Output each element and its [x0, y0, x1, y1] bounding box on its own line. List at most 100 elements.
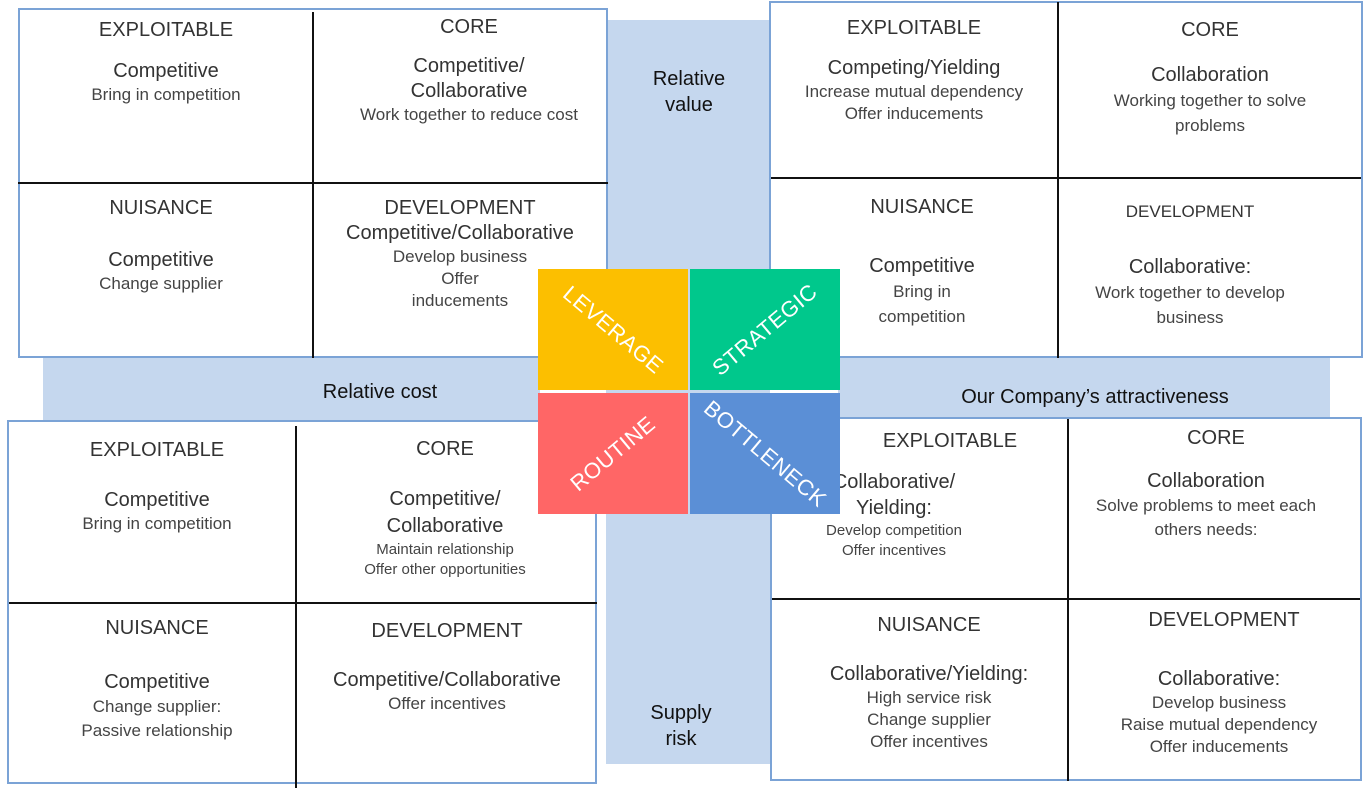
cell-relationship: Competitive/ Collaborative [386, 488, 504, 537]
cell-relationship: Competitive [108, 249, 214, 271]
cell-action: Work together to reduce cost [360, 105, 578, 124]
cell-relationship: Collaborative: [1128, 256, 1252, 278]
cell-relationship: Competitive [104, 489, 210, 511]
cell-action: Develop business [392, 247, 528, 266]
cell-development: DEVELOPMENT Competitive/Collaborative De… [312, 195, 608, 312]
cell-exploitable: EXPLOITABLE Competing/Yielding Increase … [771, 15, 1057, 125]
divider [295, 426, 297, 788]
cell-action: Bring in [893, 282, 951, 301]
cell-title: CORE [416, 438, 474, 460]
cell-title: NUISANCE [109, 197, 213, 219]
cell-core: CORE Competitive/ Collaborative Maintain… [297, 436, 593, 580]
cell-action: Passive relationship [81, 721, 233, 740]
cell-action: Maintain relationship [376, 541, 514, 558]
cell-relationship: Competitive/Collaborative [333, 669, 561, 691]
relative-value-band [606, 20, 770, 764]
cell-relationship: Collaborative: [1157, 668, 1281, 690]
attractiveness-label: Our Company’s attractiveness [961, 386, 1229, 408]
cell-title: NUISANCE [105, 617, 209, 639]
cell-title: DEVELOPMENT [1148, 609, 1300, 631]
cell-title: DEVELOPMENT [371, 620, 523, 642]
cell-action: others needs: [1154, 520, 1258, 539]
cell-title: CORE [1187, 427, 1245, 449]
cell-relationship: Competitive [869, 255, 975, 277]
cell-nuisance: NUISANCE Competitive Bring in competitio… [782, 194, 1062, 329]
cell-nuisance: NUISANCE Competitive Change supplier [20, 195, 302, 295]
divider [18, 182, 608, 184]
cell-core: CORE Competitive/ Collaborative Work tog… [322, 14, 616, 126]
divider [9, 602, 597, 604]
cell-relationship: Collaboration [1151, 64, 1269, 86]
cell-relationship: Collaborative/ Yielding: [832, 471, 956, 519]
cell-action: Offer inducements [844, 104, 984, 123]
cell-action: Bring in competition [91, 85, 241, 104]
cell-development: DEVELOPMENT Collaborative: Work together… [1059, 199, 1321, 330]
cell-action: Change supplier [99, 274, 223, 293]
cell-nuisance: NUISANCE Collaborative/Yielding: High se… [772, 612, 1086, 753]
cell-action: Work together to develop [1095, 283, 1285, 302]
cell-title: DEVELOPMENT [1125, 202, 1255, 221]
cell-action: inducements [411, 291, 509, 310]
cell-action: problems [1175, 116, 1245, 135]
cell-development: DEVELOPMENT Collaborative: Develop busin… [1069, 607, 1369, 758]
cell-title: DEVELOPMENT [384, 197, 536, 219]
cell-action: Offer incentives [842, 542, 946, 559]
relative-cost-band [43, 358, 540, 420]
cell-relationship: Competitive/Collaborative [346, 222, 574, 244]
strategic-tile: STRATEGIC [690, 269, 840, 390]
cell-title: EXPLOITABLE [89, 439, 225, 461]
cell-exploitable: EXPLOITABLE Collaborative/ Yielding: Dev… [802, 428, 1098, 561]
strategic-label: STRATEGIC [707, 278, 823, 381]
cell-title: CORE [440, 16, 498, 38]
divider [1057, 2, 1059, 358]
cell-action: Working together to solve [1113, 91, 1307, 110]
cell-relationship: Collaborative/Yielding: [829, 663, 1029, 685]
cell-action: Offer incentives [388, 694, 506, 713]
cell-core: CORE Collaboration Solve problems to mee… [1069, 425, 1371, 542]
supply-risk-label: Supply risk [650, 702, 712, 750]
cell-title: EXPLOITABLE [98, 19, 234, 41]
bottleneck-tile: BOTTLENECK [690, 393, 840, 514]
cell-action: Offer inducements [1149, 737, 1289, 756]
cell-action: Develop competition [826, 522, 962, 539]
leverage-label: LEVERAGE [558, 280, 669, 379]
cell-exploitable: EXPLOITABLE Competitive Bring in competi… [9, 437, 305, 535]
cell-action: Offer [441, 269, 479, 288]
divider [312, 12, 314, 358]
divider [772, 598, 1360, 600]
cell-relationship: Competitive [113, 60, 219, 82]
cell-relationship: Competitive [104, 671, 210, 693]
cell-action: Offer other opportunities [364, 561, 526, 578]
cell-action: Change supplier [867, 710, 991, 729]
routine-label: ROUTINE [565, 410, 660, 496]
cell-title: EXPLOITABLE [846, 17, 982, 39]
cell-core: CORE Collaboration Working together to s… [1059, 17, 1361, 138]
cell-exploitable: EXPLOITABLE Competitive Bring in competi… [20, 17, 312, 106]
relative-cost-label: Relative cost [322, 381, 438, 403]
cell-title: NUISANCE [870, 196, 974, 218]
cell-title: EXPLOITABLE [882, 430, 1018, 452]
cell-relationship: Competing/Yielding [827, 57, 1001, 79]
cell-action: Offer incentives [870, 732, 988, 751]
routine-tile: ROUTINE [538, 393, 688, 514]
cell-action: Solve problems to meet each [1095, 496, 1317, 515]
cell-development: DEVELOPMENT Competitive/Collaborative Of… [297, 618, 597, 715]
relative-value-label: Relative value [652, 68, 726, 116]
cell-action: business [1156, 308, 1224, 327]
bottleneck-label: BOTTLENECK [699, 394, 832, 512]
cell-action: Change supplier: [92, 697, 222, 716]
cell-nuisance: NUISANCE Competitive Change supplier: Pa… [9, 615, 305, 743]
attractiveness-band [838, 358, 1330, 418]
cell-title: NUISANCE [877, 614, 981, 636]
divider [771, 177, 1361, 179]
cell-action: Develop business [1151, 693, 1287, 712]
cell-relationship: Collaboration [1147, 470, 1265, 492]
cell-title: CORE [1181, 19, 1239, 41]
leverage-tile: LEVERAGE [538, 269, 688, 390]
cell-action: Increase mutual dependency [804, 82, 1024, 101]
cell-action: Raise mutual dependency [1120, 715, 1318, 734]
cell-action: Bring in competition [82, 514, 232, 533]
divider [1067, 419, 1069, 781]
cell-action: competition [878, 307, 966, 326]
